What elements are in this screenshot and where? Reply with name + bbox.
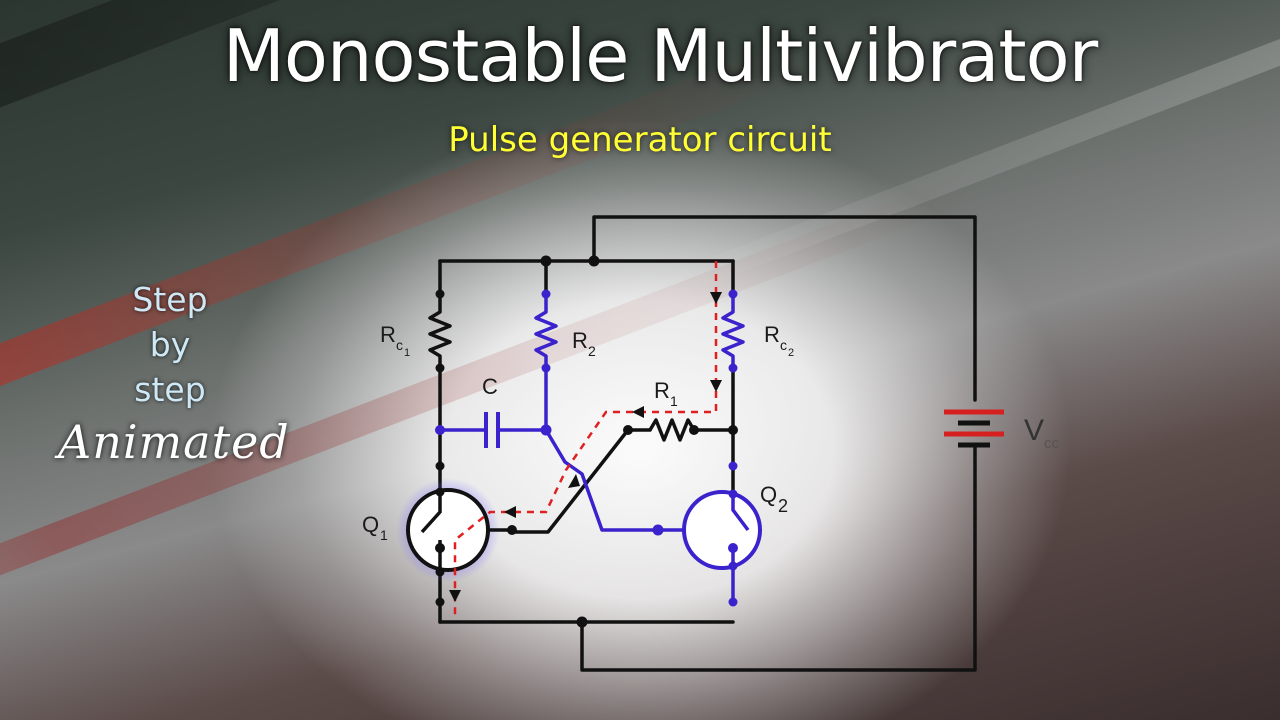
active-path — [438, 292, 745, 604]
capacitor-c — [484, 412, 500, 448]
side-text-step-2: step — [134, 370, 206, 409]
transistor-q1 — [396, 478, 512, 582]
page-subtitle: Pulse generator circuit — [448, 120, 832, 160]
svg-text:2: 2 — [588, 343, 596, 359]
svg-text:c: c — [780, 337, 787, 353]
svg-text:c: c — [396, 337, 403, 353]
resistor-rc1 — [428, 294, 452, 368]
current-flow-arrows — [449, 292, 722, 602]
wire-top-loop — [592, 215, 977, 402]
svg-text:2: 2 — [778, 496, 788, 516]
svg-text:cc: cc — [1044, 435, 1060, 452]
resistor-r2 — [534, 292, 558, 432]
label-r1: R 1 — [654, 378, 678, 409]
wires — [438, 215, 977, 672]
wire-vcc-minus — [580, 443, 977, 672]
svg-text:R: R — [380, 322, 396, 347]
svg-text:R: R — [572, 328, 588, 353]
battery-vcc — [944, 409, 1004, 448]
label-c: C — [482, 374, 498, 399]
resistor-r1 — [648, 418, 696, 442]
current-flow-path — [453, 261, 718, 618]
label-q2: Q 2 — [760, 482, 788, 516]
side-text-step: Step — [132, 280, 208, 319]
label-rc2: R c 2 — [764, 322, 794, 359]
label-r2: R 2 — [572, 328, 596, 359]
svg-text:R: R — [654, 378, 670, 403]
svg-text:V: V — [1024, 414, 1044, 447]
svg-text:1: 1 — [380, 527, 388, 543]
wire-r2-base — [544, 428, 660, 532]
label-rc1: R c 1 — [380, 322, 410, 359]
junction-dots — [435, 255, 738, 628]
side-text-by: by — [149, 325, 191, 364]
svg-text:1: 1 — [404, 347, 410, 359]
svg-text:1: 1 — [670, 393, 678, 409]
svg-text:R: R — [764, 322, 780, 347]
wire-cross — [510, 428, 630, 534]
transistor-q2 — [682, 490, 762, 570]
svg-text:2: 2 — [788, 347, 794, 359]
side-text-animated: Animated — [58, 415, 290, 469]
label-q1: Q 1 — [362, 512, 388, 543]
label-vcc: V cc — [1024, 414, 1060, 452]
svg-text:Q: Q — [362, 512, 379, 537]
resistor-rc2 — [721, 292, 745, 370]
svg-text:Q: Q — [760, 482, 777, 507]
page-title: Monostable Multivibrator — [222, 14, 1099, 98]
